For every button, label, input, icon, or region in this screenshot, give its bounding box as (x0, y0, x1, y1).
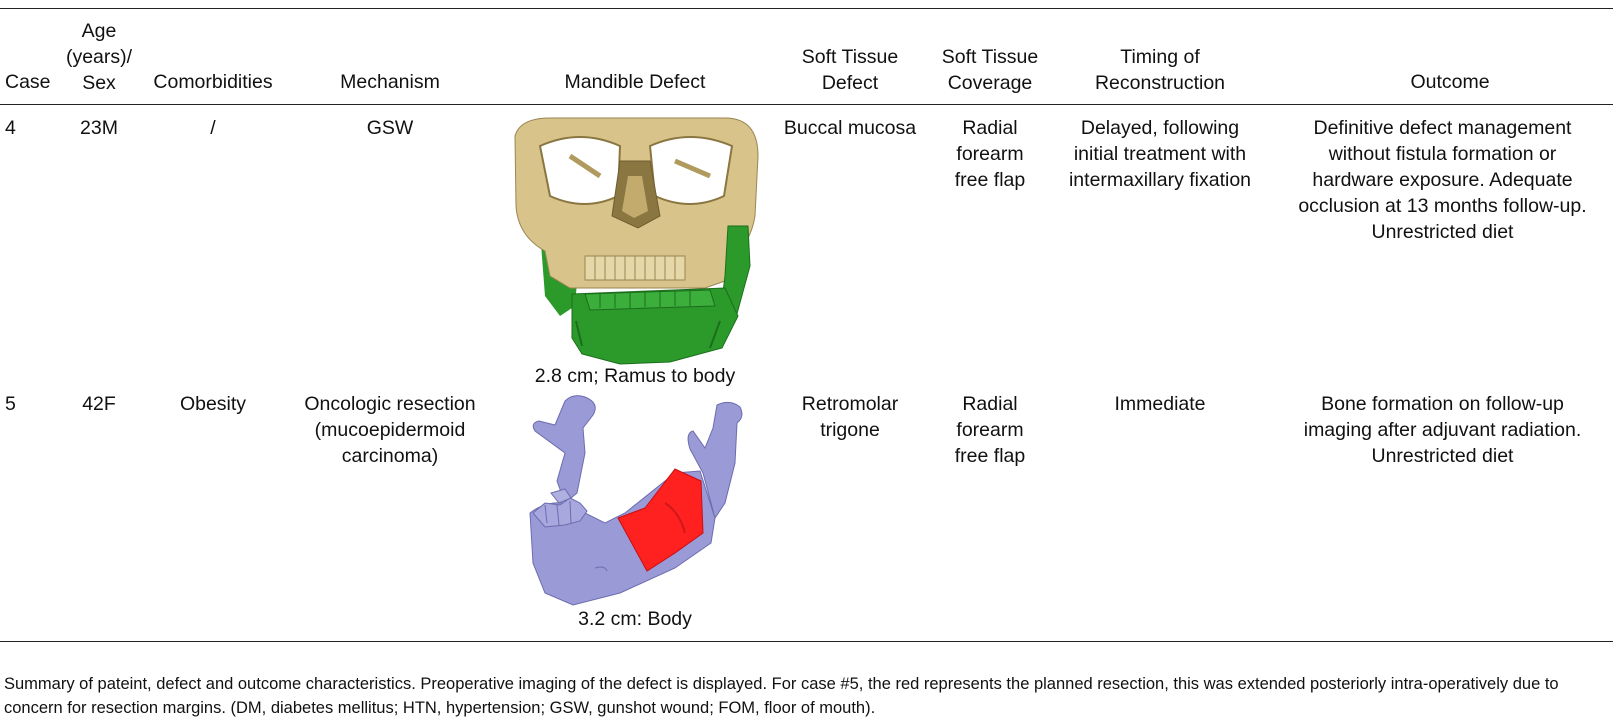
row-soft-tissue-defect-line: Buccal mucosa (783, 117, 917, 139)
row-outcome: Definitive defect management without fis… (1275, 115, 1610, 245)
row-soft-tissue-defect-line: trigone (820, 419, 880, 441)
row-soft-tissue-coverage-line: Radial (962, 117, 1018, 139)
row-mechanism-line: (mucoepidermoid (314, 419, 466, 441)
mandible-defect-image-case5 (529, 395, 743, 606)
skull-orbit-left (538, 136, 622, 205)
header-comorbidities: Comorbidities (153, 71, 273, 93)
header-age-sex-line2: (years)/ (65, 46, 133, 68)
header-soft-tissue-defect-line1: Soft Tissue (801, 46, 899, 68)
row-soft-tissue-coverage-line: free flap (954, 169, 1026, 191)
row-mechanism-line: Oncologic resection (304, 393, 476, 415)
row-timing: Delayed, following initial treatment wit… (1055, 115, 1265, 193)
header-age-sex-line3: Sex (82, 72, 116, 94)
row-case: 4 (5, 117, 16, 139)
row-mechanism: GSW (290, 115, 490, 141)
mandible-ramus-right (687, 401, 743, 520)
header-soft-tissue-coverage: Soft Tissue Coverage (930, 44, 1050, 96)
row-soft-tissue-defect: Buccal mucosa (770, 115, 930, 141)
header-mandible-defect: Mandible Defect (564, 71, 706, 93)
row-soft-tissue-defect-line: Retromolar (801, 393, 899, 415)
mandible-defect-image-case4 (514, 117, 759, 365)
row-soft-tissue-coverage-line: forearm (956, 419, 1024, 441)
green-lower-teeth (584, 289, 716, 311)
row-mechanism-line: GSW (366, 117, 414, 139)
mandible-teeth (532, 488, 588, 528)
table-top-rule (0, 8, 1613, 9)
row-mechanism: Oncologic resection (mucoepidermoid carc… (290, 391, 490, 469)
planned-resection-region (617, 468, 704, 572)
row-age-sex: 42F (82, 393, 116, 415)
row-outcome-line: imaging after adjuvant radiation. (1303, 419, 1582, 441)
header-mechanism: Mechanism (340, 71, 440, 93)
row-soft-tissue-coverage-line: free flap (954, 445, 1026, 467)
row-outcome-line: without fistula formation or (1328, 143, 1557, 165)
mandible-defect-label-case5: 3.2 cm: Body (578, 608, 692, 630)
row-soft-tissue-defect: Retromolar trigone (770, 391, 930, 443)
row-outcome: Bone formation on follow-up imaging afte… (1275, 391, 1610, 469)
row-outcome-line: hardware exposure. Adequate (1312, 169, 1573, 191)
row-outcome-line: occlusion at 13 months follow-up. (1298, 195, 1587, 217)
header-timing-line2: Reconstruction (1094, 72, 1226, 94)
row-soft-tissue-coverage-line: Radial (962, 393, 1018, 415)
header-timing-line1: Timing of (1120, 46, 1200, 68)
row-case: 5 (5, 393, 16, 415)
row-outcome-line: Definitive defect management (1313, 117, 1572, 139)
header-timing: Timing of Reconstruction (1060, 44, 1260, 96)
row-timing: Immediate (1055, 391, 1265, 417)
mandible-ramus-left (532, 395, 596, 504)
row-soft-tissue-coverage: Radial forearm free flap (930, 391, 1050, 469)
header-soft-tissue-defect: Soft Tissue Defect (770, 44, 930, 96)
row-timing-line: Delayed, following (1080, 117, 1240, 139)
header-soft-tissue-coverage-line2: Coverage (947, 72, 1033, 94)
skull-upper-teeth (584, 255, 686, 281)
row-outcome-line: Unrestricted diet (1371, 445, 1514, 467)
row-mechanism-line: carcinoma) (341, 445, 439, 467)
header-outcome: Outcome (1410, 71, 1490, 93)
mandible-defect-label-case4: 2.8 cm; Ramus to body (534, 365, 736, 387)
row-timing-line: Immediate (1114, 393, 1206, 415)
header-soft-tissue-defect-line2: Defect (821, 72, 879, 94)
header-age-sex: Age (years)/ Sex (60, 18, 138, 96)
row-outcome-line: Bone formation on follow-up (1321, 393, 1564, 415)
row-comorbidities: Obesity (179, 393, 247, 415)
row-outcome-line: Unrestricted diet (1371, 221, 1514, 243)
row-age-sex: 23M (80, 117, 118, 139)
header-age-sex-line1: Age (81, 20, 117, 42)
table-header-rule (0, 104, 1613, 105)
row-soft-tissue-coverage: Radial forearm free flap (930, 115, 1050, 193)
table-caption: Summary of pateint, defect and outcome c… (4, 675, 1559, 717)
row-comorbidities: / (210, 117, 216, 139)
table-bottom-rule (0, 641, 1613, 642)
row-soft-tissue-coverage-line: forearm (956, 143, 1024, 165)
header-soft-tissue-coverage-line1: Soft Tissue (941, 46, 1039, 68)
row-timing-line: intermaxillary fixation (1068, 169, 1252, 191)
header-case: Case (5, 71, 51, 93)
row-timing-line: initial treatment with (1073, 143, 1247, 165)
